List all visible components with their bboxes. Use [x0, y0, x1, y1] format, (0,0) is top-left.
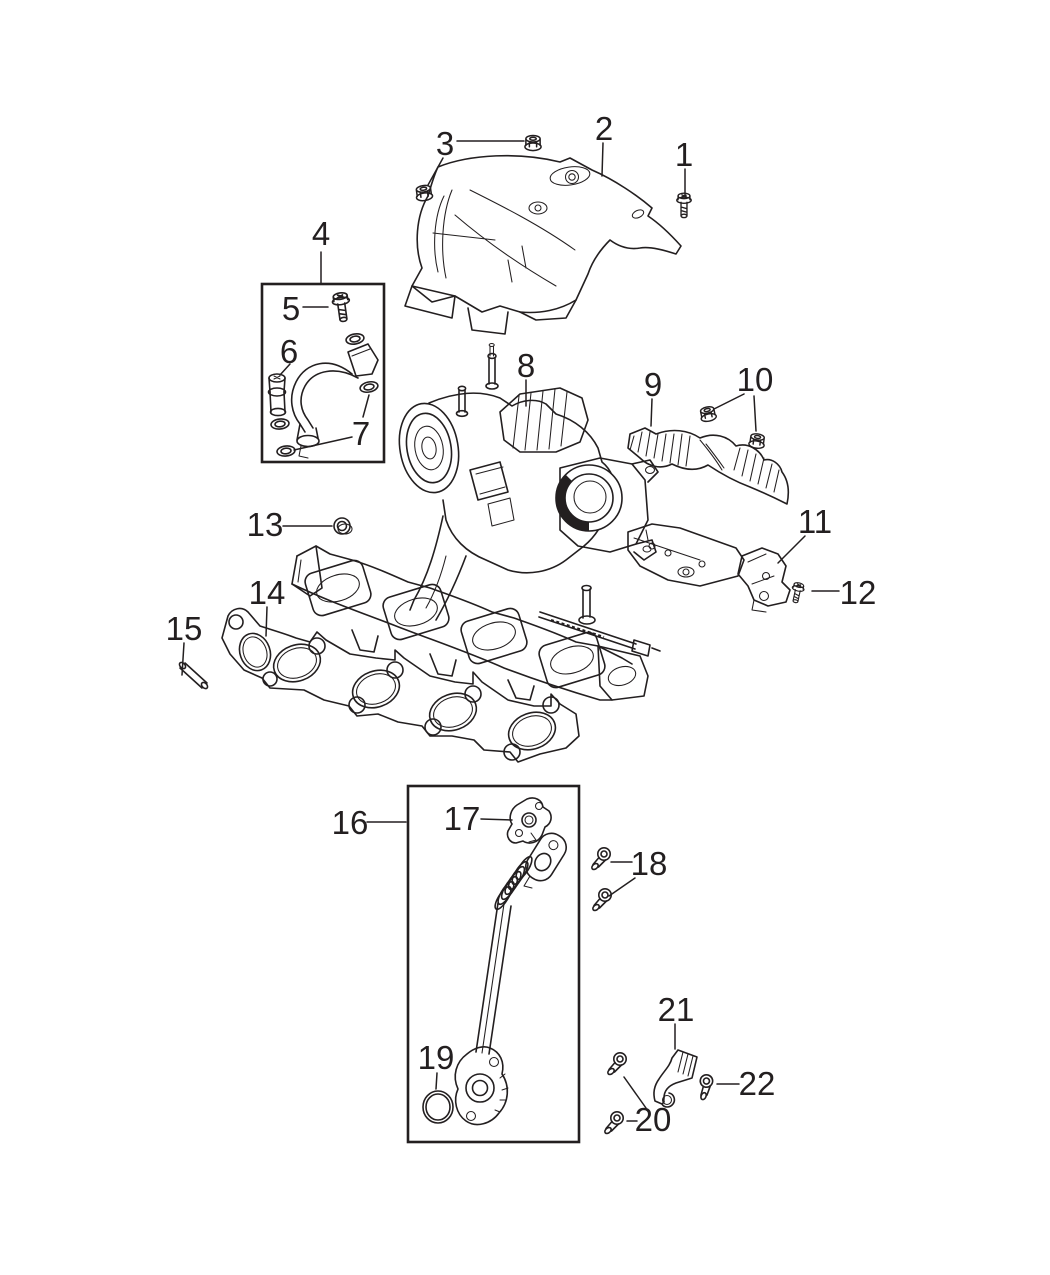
nut-10b: [747, 432, 767, 450]
callout-line-7b: [293, 436, 353, 451]
upper-heat-shield: [404, 154, 682, 335]
oil-feed-fitting-6: [267, 373, 287, 417]
oil-drain-tube: [454, 832, 568, 1126]
parts-box-4: [260, 282, 386, 464]
part-marking-squiggle: [550, 618, 605, 639]
parts-box-16: [406, 784, 581, 1144]
o-ring-19: [422, 1090, 454, 1124]
callout-6: 6: [280, 333, 298, 370]
turbo-bracket-11: [737, 547, 791, 613]
manifold-heat-shield: [627, 427, 790, 505]
drain-tube-gasket-17: [506, 797, 552, 844]
nut-3b: [414, 183, 434, 203]
washer-7b: [269, 417, 291, 431]
callout-17: 17: [444, 800, 481, 837]
callout-1: 1: [675, 136, 693, 173]
callout-20: 20: [635, 1101, 672, 1138]
callout-line-14: [265, 606, 268, 637]
callout-8: 8: [517, 347, 535, 384]
callout-5: 5: [282, 290, 300, 327]
callout-line-2: [601, 142, 604, 177]
bolt-1: [676, 192, 692, 219]
support-bracket-plate: [627, 523, 745, 587]
washer-7c: [358, 379, 380, 395]
exhaust-manifold: [291, 545, 661, 701]
callout-10: 10: [737, 361, 774, 398]
callout-line-10b: [753, 395, 757, 432]
nut-3a: [524, 134, 542, 152]
callout-16: 16: [332, 804, 369, 841]
screw-18b: [590, 887, 613, 913]
bolt-12: [788, 581, 806, 605]
manifold-nut-13: [333, 517, 353, 535]
callout-2: 2: [595, 110, 613, 147]
callout-4: 4: [312, 215, 330, 252]
callout-line-7a: [362, 394, 370, 418]
washer-7d: [275, 444, 297, 458]
callout-leader-lines: [181, 140, 840, 1122]
screw-20b: [602, 1111, 625, 1136]
callout-line-10a: [713, 393, 745, 410]
screw-20a: [605, 1052, 628, 1077]
callout-15: 15: [166, 610, 203, 647]
callout-line-9: [650, 398, 653, 427]
callout-line-15: [181, 642, 185, 676]
callout-line-6: [279, 363, 291, 376]
callout-18: 18: [631, 845, 668, 882]
callout-19: 19: [418, 1039, 455, 1076]
washer-7a: [344, 331, 366, 347]
turbocharger: [398, 342, 659, 621]
callout-12: 12: [840, 574, 877, 611]
callout-11: 11: [798, 503, 832, 540]
callout-line-18b: [608, 877, 636, 897]
callout-labels: 1 2 3 4 5 6 7 8 9 10 11 12 13 14 15 16 1…: [166, 110, 877, 1138]
callout-line-20a: [623, 1076, 647, 1109]
screw-22: [690, 1071, 720, 1103]
callout-13: 13: [247, 506, 284, 543]
screw-18a: [589, 846, 612, 872]
callout-22: 22: [739, 1065, 776, 1102]
stud-15: [178, 661, 209, 690]
callout-line-3b: [427, 157, 444, 186]
manifold-gasket-14: [221, 607, 580, 763]
callout-line-17: [480, 818, 513, 821]
callout-14: 14: [249, 574, 286, 611]
callout-line-11: [777, 535, 806, 564]
support-strap-21: [653, 1049, 698, 1108]
callout-9: 9: [644, 366, 662, 403]
callout-21: 21: [658, 991, 695, 1028]
callout-7: 7: [352, 415, 370, 452]
callout-3: 3: [436, 125, 454, 162]
callout-line-19: [435, 1072, 438, 1090]
oil-feed-bolt-5: [330, 290, 353, 324]
